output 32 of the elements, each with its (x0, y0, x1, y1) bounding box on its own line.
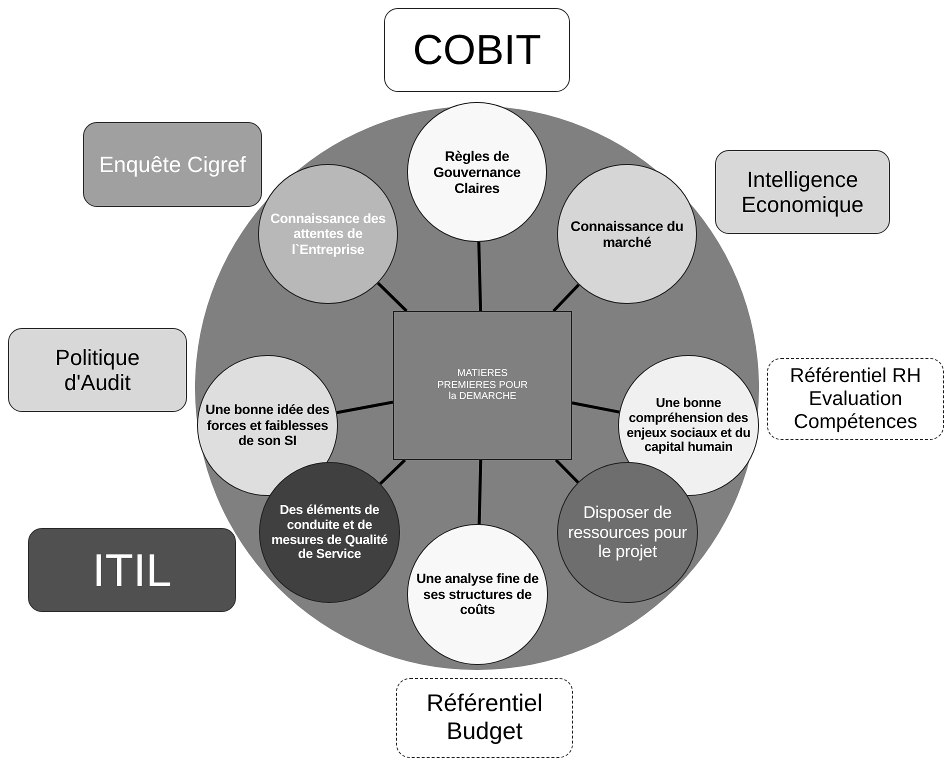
connector-line (554, 458, 580, 484)
node-text: Une bonne idée des forces et faiblesses de son SI (204, 402, 330, 449)
framework-box (767, 358, 944, 440)
node-text: Disposer de ressources pour le projet (567, 503, 688, 562)
framework-box (396, 678, 573, 758)
node-text: Des éléments de conduite et de mesures de Qualité de Service (270, 502, 389, 562)
node-text: COBIT (412, 26, 542, 74)
connector-line (478, 460, 482, 524)
node-text: Référentiel RH Evaluation Compétences (788, 364, 922, 434)
node-text: Une bonne compréhension des enjeux sociaux et du capital humain (626, 396, 752, 456)
node-text: ITIL (92, 544, 172, 596)
node-text: MATIERES PREMIERES POUR la DEMARCHE (436, 368, 529, 403)
center-square (393, 311, 572, 460)
node-text: Connaissance des attentes de l`Entreprise (269, 210, 387, 258)
node-text: Politique d'Audit (54, 344, 141, 396)
node-text: Une analyse fine de ses structures de coûts (415, 571, 540, 618)
node-text: Référentiel Budget (425, 690, 544, 746)
framework-box (8, 328, 187, 412)
node-text: Intelligence Economique (740, 166, 865, 218)
connector-line (572, 401, 620, 414)
connector-line (477, 242, 482, 312)
node-text: Connaissance du marché (570, 218, 684, 250)
connector-line (379, 458, 406, 485)
framework-box (715, 150, 890, 234)
connector-line (552, 284, 580, 312)
connector-line (336, 400, 394, 414)
connector-line (376, 282, 408, 312)
node-text: Règles de Gouvernance Claires (432, 148, 522, 196)
node-text: Enquête Cigref (99, 152, 246, 178)
framework-box (384, 8, 570, 92)
framework-box (83, 122, 262, 207)
framework-box (28, 528, 236, 612)
